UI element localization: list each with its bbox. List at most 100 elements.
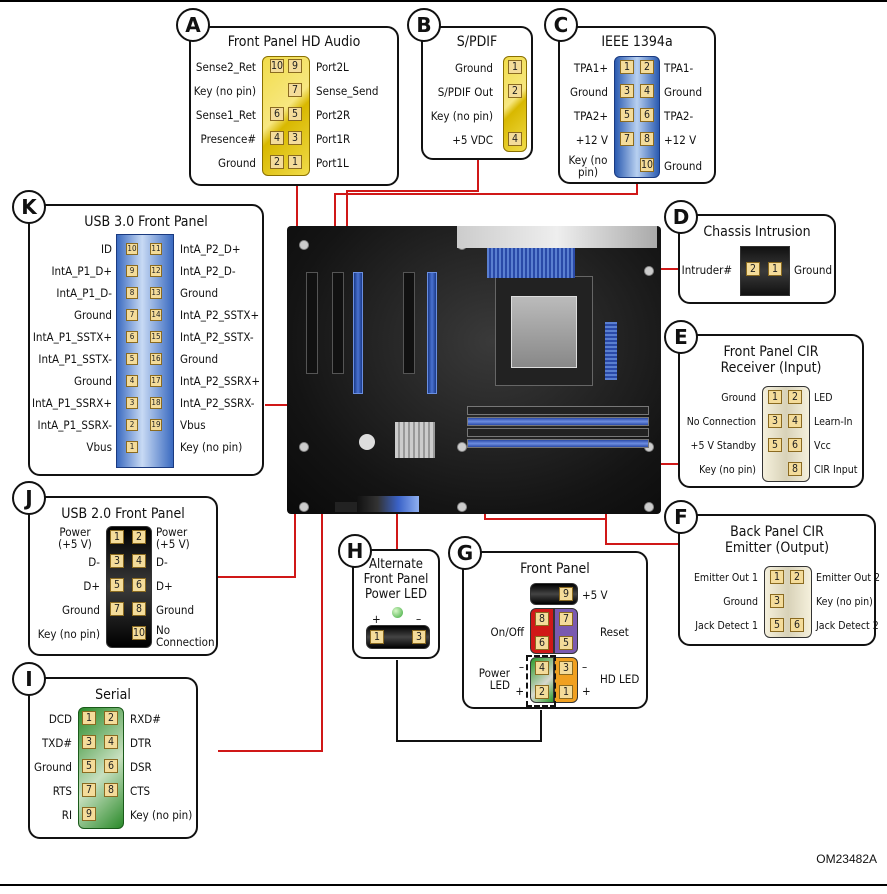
label-minus: – bbox=[582, 660, 588, 674]
pin-label: TPA2+ bbox=[573, 109, 608, 123]
pin-4: 4 bbox=[640, 84, 654, 98]
pin-3: 3 bbox=[110, 554, 124, 568]
pin-label: Ground bbox=[180, 286, 219, 300]
label-plus5v: +5 V bbox=[582, 588, 608, 602]
label-onoff: On/Off bbox=[490, 625, 524, 639]
pin-4: 4 bbox=[270, 131, 284, 145]
pin-label: DCD bbox=[48, 712, 72, 726]
pin-10: 10 bbox=[132, 626, 146, 640]
pin-12: 12 bbox=[150, 265, 162, 277]
pin-3: 3 bbox=[126, 397, 138, 409]
header-a: 10 9 7 6 5 4 3 2 1 bbox=[262, 56, 310, 176]
label-power: Power bbox=[478, 666, 510, 680]
top-rule bbox=[0, 0, 887, 2]
pin-label: Key (no pin) bbox=[130, 808, 193, 822]
pin-label: Ground bbox=[721, 392, 756, 404]
panel-back-panel-cir-emitter: Back Panel CIR Emitter (Output) 1 2 3 5 … bbox=[678, 514, 880, 646]
pin-3: 3 bbox=[768, 414, 782, 428]
pin-7: 7 bbox=[559, 612, 573, 626]
header-k bbox=[116, 234, 174, 468]
pin-label: IntA_P1_D+ bbox=[51, 264, 112, 278]
pin-label: Port1L bbox=[316, 156, 349, 170]
pin-1: 1 bbox=[110, 530, 124, 544]
pin-label: No Connection bbox=[156, 623, 215, 649]
pin-label: CIR Input bbox=[814, 464, 858, 476]
pin-2: 2 bbox=[788, 390, 802, 404]
pin-label: Vbus bbox=[180, 418, 206, 432]
power-led-highlight bbox=[526, 655, 556, 707]
pin-17: 17 bbox=[150, 375, 162, 387]
panel-spdif: S/PDIF 1 2 4 Ground S/PDIF Out Key (no p… bbox=[421, 26, 533, 160]
panel-title-line2: Front Panel bbox=[363, 572, 429, 587]
badge-f: F bbox=[664, 500, 698, 534]
badge-c: C bbox=[544, 8, 578, 42]
panel-chassis-intrusion: Chassis Intrusion 2 1 Intruder# Ground bbox=[678, 214, 836, 304]
pin-label: Ground bbox=[180, 352, 219, 366]
badge-g: G bbox=[448, 536, 482, 570]
pin-3: 3 bbox=[559, 661, 573, 675]
pin-label: IntA_P2_SSTX+ bbox=[180, 308, 260, 322]
pin-5: 5 bbox=[82, 759, 96, 773]
pin-2: 2 bbox=[640, 60, 654, 74]
pin-1: 1 bbox=[559, 685, 573, 699]
pin-1: 1 bbox=[770, 570, 784, 584]
panel-title-line1: Alternate bbox=[369, 557, 423, 572]
pin-label: Presence# bbox=[200, 132, 256, 146]
pin-8: 8 bbox=[788, 462, 802, 476]
pin-3: 3 bbox=[412, 630, 426, 644]
pin-19: 19 bbox=[150, 419, 162, 431]
pin-7: 7 bbox=[288, 83, 302, 97]
pin-15: 15 bbox=[150, 331, 162, 343]
pin-4: 4 bbox=[535, 661, 549, 675]
pin-label: RXD# bbox=[130, 712, 161, 726]
pin-2: 2 bbox=[746, 262, 760, 276]
pin-7: 7 bbox=[620, 132, 634, 146]
pin-label: Intruder# bbox=[681, 263, 732, 277]
pin-label: Emitter Out 2 bbox=[816, 572, 881, 584]
pin-label: IntA_P1_SSRX- bbox=[37, 418, 112, 432]
panel-title-line3: Power LED bbox=[365, 587, 427, 602]
pin-label: RI bbox=[61, 808, 72, 822]
label-plus: + bbox=[372, 612, 381, 626]
pin-label: Ground bbox=[664, 85, 703, 99]
pin-1: 1 bbox=[768, 390, 782, 404]
pin-label: ID bbox=[100, 242, 112, 256]
pin-label: D+ bbox=[83, 579, 100, 593]
pin-1: 1 bbox=[370, 630, 384, 644]
pin-label: Key (no pin) bbox=[568, 153, 608, 179]
label-hdled: HD LED bbox=[600, 672, 640, 686]
panel-title-line1: Front Panel CIR bbox=[723, 344, 819, 360]
pin-13: 13 bbox=[150, 287, 162, 299]
pin-1: 1 bbox=[620, 60, 634, 74]
pin-label: LED bbox=[814, 392, 833, 404]
panel-usb-2-front-panel: USB 2.0 Front Panel 1 2 3 4 5 6 7 8 10 P… bbox=[28, 496, 218, 656]
pin-label: DTR bbox=[130, 736, 152, 750]
label-led: LED bbox=[489, 678, 510, 692]
pin-10: 10 bbox=[126, 243, 138, 255]
pin-3: 3 bbox=[288, 131, 302, 145]
pin-10: 10 bbox=[640, 158, 654, 172]
pin-8: 8 bbox=[126, 287, 138, 299]
pin-label: Key (no pin) bbox=[193, 84, 256, 98]
pin-2: 2 bbox=[270, 155, 284, 169]
pin-label: Vcc bbox=[814, 440, 831, 452]
pin-label: IntA_P1_SSTX- bbox=[38, 352, 112, 366]
pin-5: 5 bbox=[559, 636, 573, 650]
pin-2: 2 bbox=[508, 84, 522, 98]
pin-label: +12 V bbox=[664, 133, 697, 147]
pin-label: Power (+5 V) bbox=[156, 525, 190, 551]
pin-label: Ground bbox=[73, 374, 112, 388]
panel-front-panel-hd-audio: Front Panel HD Audio 10 9 7 6 5 4 3 2 1 … bbox=[189, 26, 399, 186]
pin-9: 9 bbox=[559, 587, 573, 601]
pin-2: 2 bbox=[535, 685, 549, 699]
pin-10: 10 bbox=[270, 59, 284, 73]
pin-9: 9 bbox=[288, 59, 302, 73]
pin-6: 6 bbox=[132, 578, 146, 592]
pin-label: RTS bbox=[52, 784, 72, 798]
label-plus: + bbox=[515, 684, 524, 698]
panel-title-line1: Back Panel CIR bbox=[730, 524, 824, 540]
pin-label: Key (no pin) bbox=[430, 109, 493, 123]
pin-2: 2 bbox=[104, 711, 118, 725]
pin-1: 1 bbox=[82, 711, 96, 725]
pin-2: 2 bbox=[132, 530, 146, 544]
